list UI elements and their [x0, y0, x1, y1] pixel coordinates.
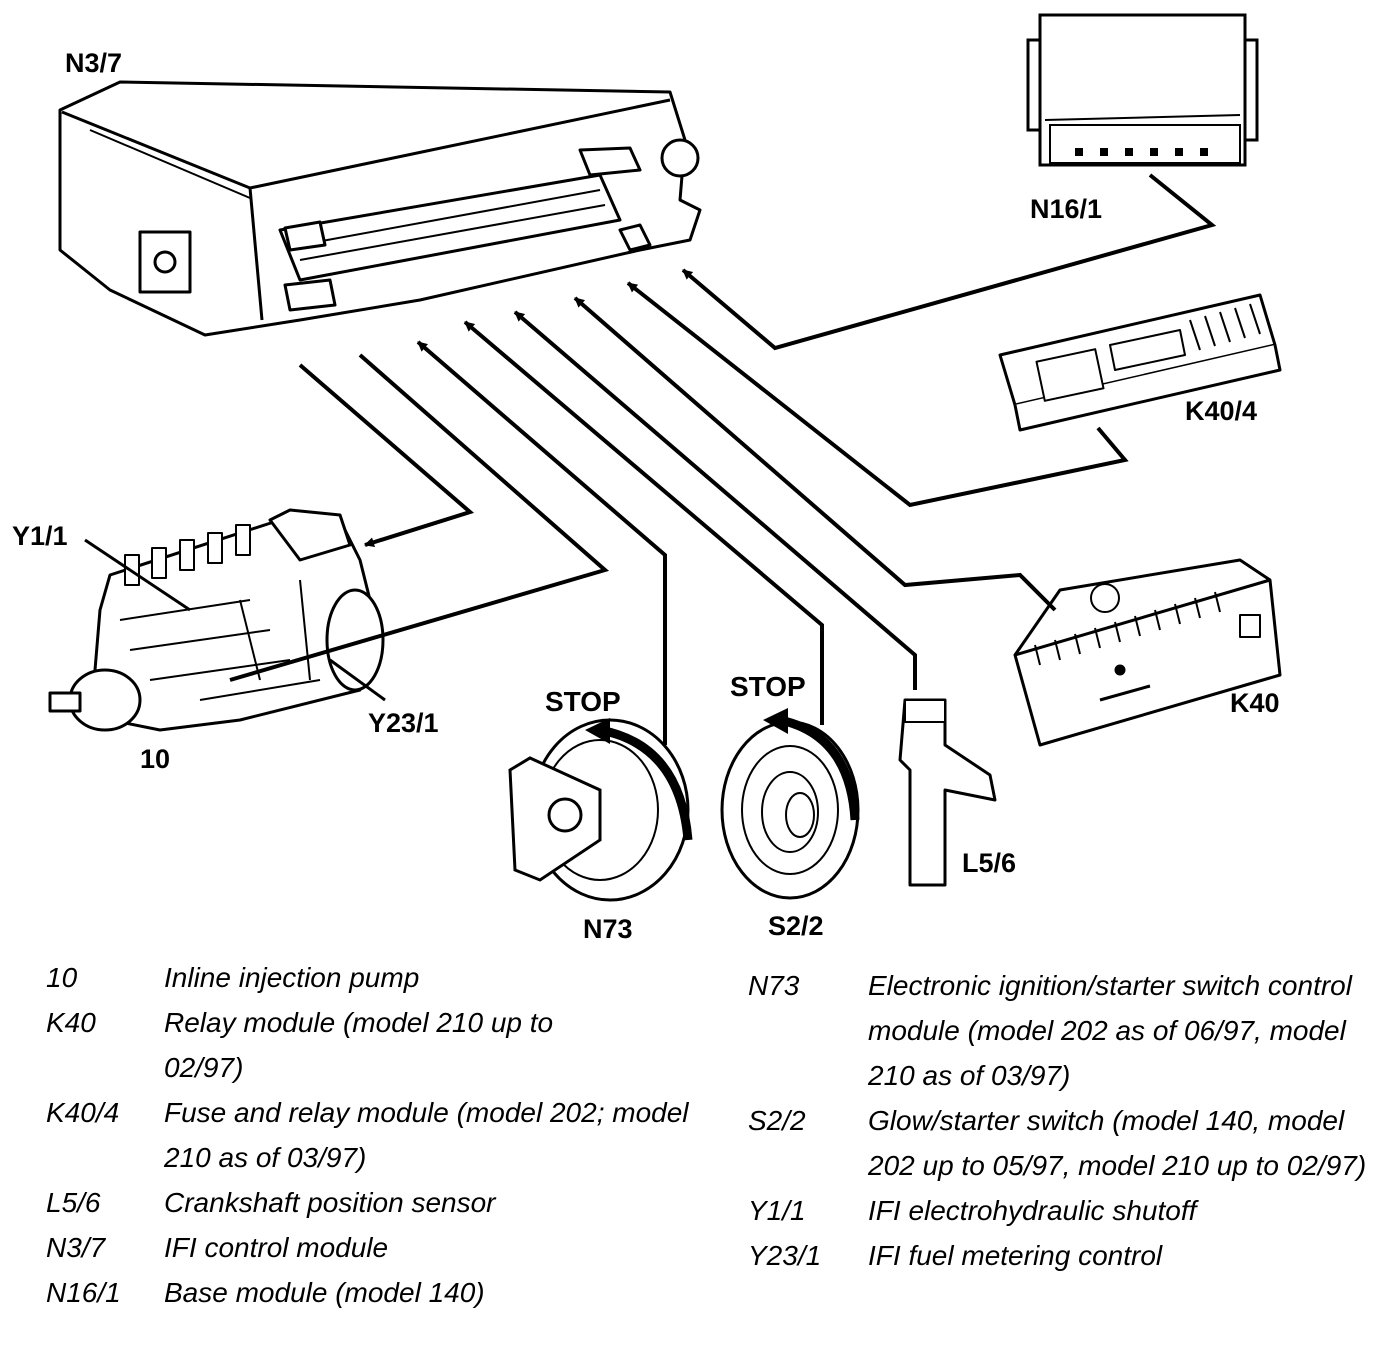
- label-s2-2: S2/2: [768, 911, 824, 940]
- legend-row: N3/7 IFI control module: [46, 1225, 706, 1270]
- wire-k40: [573, 296, 1057, 612]
- legend-code: S2/2: [748, 1105, 806, 1136]
- legend-row: N16/1 Base module (model 140): [46, 1270, 706, 1315]
- legend-code: Y1/1: [748, 1195, 806, 1226]
- legend-row: K40 Relay module (model 210 up to 02/97): [46, 1000, 706, 1090]
- legend-description: Glow/starter switch (model 140, model 20…: [868, 1105, 1367, 1181]
- legend-row: S2/2 Glow/starter switch (model 140, mod…: [748, 1098, 1378, 1188]
- label-y23-1: Y23/1: [368, 708, 439, 738]
- base-module-drawing: [1026, 13, 1259, 167]
- wire-s2-2: [463, 320, 824, 725]
- stop-arrow-right-head: [763, 708, 788, 734]
- label-n16-1: N16/1: [1030, 194, 1102, 224]
- wiring-diagram: N3/7 N16/1 K40/4 K40 Y1/1 Y23/1 10 N73 S…: [12, 13, 1282, 940]
- legend-code: 10: [46, 962, 78, 993]
- legend-description: Fuse and relay module (model 202; model …: [164, 1097, 689, 1173]
- legend-row: Y1/1 IFI electrohydraulic shutoff: [748, 1188, 1378, 1233]
- label-pump: 10: [140, 744, 170, 774]
- crankshaft-sensor-drawing: [898, 698, 997, 887]
- legend-code: N73: [748, 970, 800, 1001]
- legend-left: 10 Inline injection pump K40 Relay modul…: [46, 955, 706, 1315]
- wire-y23-1: [229, 353, 610, 682]
- legend-code: N3/7: [46, 1232, 106, 1263]
- label-k40-4: K40/4: [1185, 396, 1257, 426]
- legend-description: Base module (model 140): [164, 1277, 485, 1308]
- legend-description: IFI control module: [164, 1232, 389, 1263]
- legend-description: IFI electrohydraulic shutoff: [868, 1195, 1197, 1226]
- label-y1-1: Y1/1: [12, 521, 68, 551]
- legend-row: 10 Inline injection pump: [46, 955, 706, 1000]
- label-n3-7: N3/7: [65, 48, 122, 78]
- wire-k40-4: [626, 281, 1129, 508]
- legend-row: K40/4 Fuse and relay module (model 202; …: [46, 1090, 706, 1180]
- legend-code: N16/1: [46, 1277, 121, 1308]
- legend-code: K40/4: [46, 1097, 120, 1128]
- injection-pump-drawing: [48, 508, 385, 732]
- legend-description: Inline injection pump: [164, 962, 420, 993]
- legend-code: L5/6: [46, 1187, 101, 1218]
- ignition-switch-module-drawing: [508, 718, 690, 902]
- legend-code: Y23/1: [748, 1240, 822, 1271]
- wire-y1-1-pointer: [84, 538, 191, 612]
- wire-y1-1: [298, 363, 475, 548]
- legend-description: IFI fuel metering control: [868, 1240, 1163, 1271]
- legend-code: K40: [46, 1007, 96, 1038]
- wire-n73: [416, 340, 667, 745]
- stop-arrow-left-head: [585, 718, 610, 744]
- legend-row: L5/6 Crankshaft position sensor: [46, 1180, 706, 1225]
- wiring-lines: [84, 173, 1217, 745]
- relay-module-drawing: [1013, 558, 1282, 747]
- label-stop-right: STOP: [730, 671, 806, 702]
- stop-arrows: [599, 715, 860, 841]
- label-l5-6: L5/6: [962, 848, 1016, 878]
- label-k40: K40: [1230, 688, 1280, 718]
- legend-description: Crankshaft position sensor: [164, 1187, 496, 1218]
- legend-right: N73 Electronic ignition/starter switch c…: [748, 963, 1378, 1278]
- glow-starter-switch-drawing: [720, 720, 860, 900]
- wire-n16-1: [681, 173, 1217, 351]
- legend-description: Relay module (model 210 up to 02/97): [164, 1007, 554, 1083]
- legend-row: N73 Electronic ignition/starter switch c…: [748, 963, 1378, 1098]
- fuse-relay-module-drawing: [998, 293, 1282, 432]
- label-stop-left: STOP: [545, 686, 621, 717]
- legend-row: Y23/1 IFI fuel metering control: [748, 1233, 1378, 1278]
- label-n73: N73: [583, 914, 633, 940]
- wire-l5-6: [513, 310, 917, 690]
- ifi-control-module-drawing: [58, 80, 702, 337]
- legend-description: Electronic ignition/starter switch contr…: [868, 970, 1352, 1091]
- wire-y23-1-pointer: [329, 658, 386, 702]
